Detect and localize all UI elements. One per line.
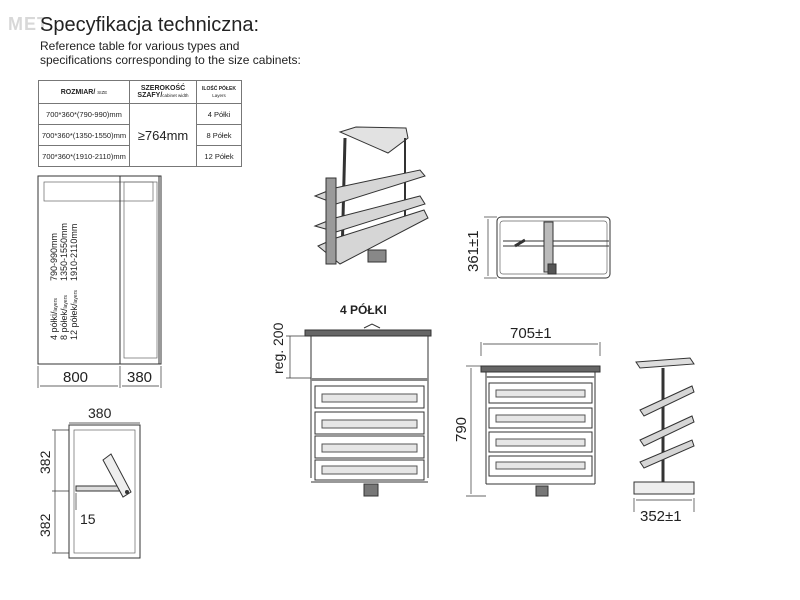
layers-label-12: 12 półek/layers (69, 290, 79, 340)
front-depth-dimension: 380 (127, 369, 152, 386)
table-row: 700*360*(1910-2110)mm 12 Półek (38, 145, 242, 167)
product-side-view: 705±1 790 (453, 325, 601, 497)
top-detail-view: 361±1 (465, 216, 611, 279)
reg-dimension: reg. 200 (270, 322, 286, 374)
row-size: 700*360*(1910-2110)mm (38, 145, 130, 167)
height-range-12: 1910-2110mm (69, 224, 79, 281)
height-range-8: 1350-1550mm (59, 223, 69, 281)
top-gap-dimension: 15 (80, 511, 96, 527)
row-shelves: 12 Półek (196, 145, 242, 167)
detail-height-dimension: 361±1 (465, 230, 482, 272)
page-title: Specyfikacja techniczna: (40, 14, 260, 36)
front-width-dimension: 800 (63, 369, 88, 386)
page-subtitle: Reference table for various types and sp… (40, 39, 320, 67)
top-upper-dimension: 382 (37, 450, 53, 474)
cabinet-front-view: 4 półki/layers 8 półek/layers 12 półek/l… (37, 175, 162, 388)
isometric-product (313, 126, 429, 265)
side-height-dimension: 790 (453, 417, 470, 442)
cabinet-top-view: 380 382 382 15 (37, 405, 141, 559)
top-lower-dimension: 382 (37, 513, 53, 537)
watermark: MET (8, 14, 49, 34)
layers-label-8: 8 półek/layers (59, 295, 69, 340)
height-range-4: 790-990mm (49, 233, 59, 281)
layers-label-4: 4 półki/layers (49, 298, 59, 340)
col-size-header: ROZMIAR/ SIZE (38, 80, 130, 104)
shelves-title: 4 PÓŁKI (340, 302, 387, 317)
subtitle-line-1: Reference table for various types and (40, 39, 240, 53)
subtitle-line-2: specifications corresponding to the size… (40, 53, 301, 67)
profile-depth-dimension: 352±1 (640, 508, 682, 525)
product-front-view: 4 PÓŁKI reg. 200 (270, 302, 432, 497)
top-width-dimension: 380 (88, 405, 112, 421)
side-width-dimension: 705±1 (510, 325, 552, 342)
product-profile-view: 352±1 (633, 357, 695, 525)
cabinet-width-cell: ≥764mm (129, 103, 197, 167)
